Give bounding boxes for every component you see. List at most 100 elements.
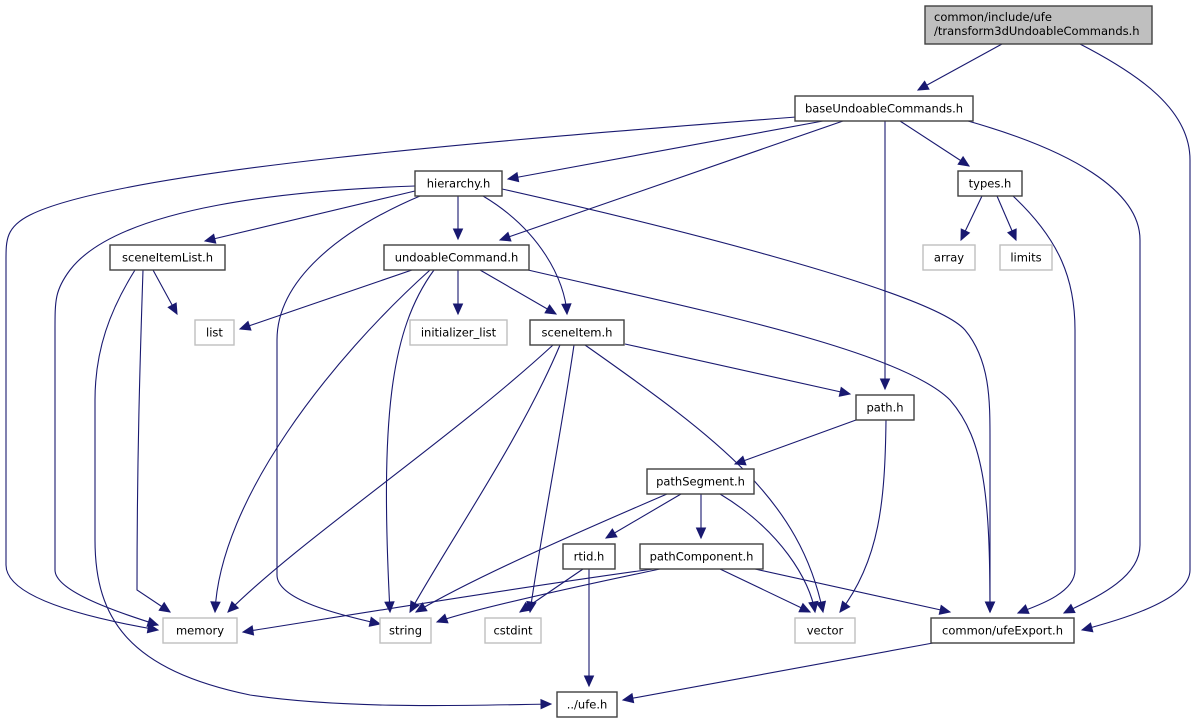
- node-limits: limits: [999, 244, 1053, 271]
- node-pathComponent[interactable]: pathComponent.h: [639, 543, 764, 570]
- arrowhead-icon: [1080, 622, 1094, 633]
- edge-line: [276, 195, 421, 625]
- arrowhead-icon: [368, 616, 382, 627]
- edge-pathComponent-to-vector: [719, 568, 812, 613]
- arrowhead-icon: [384, 601, 395, 614]
- edge-line: [242, 568, 654, 633]
- edge-line: [917, 43, 1003, 91]
- arrowhead-icon: [210, 601, 221, 614]
- node-label: baseUndoableCommands.h: [805, 102, 963, 116]
- node-hierarchy[interactable]: hierarchy.h: [414, 170, 503, 197]
- node-vector: vector: [794, 617, 856, 644]
- node-undoableCommand[interactable]: undoableCommand.h: [383, 244, 530, 271]
- edge-hierarchy-to-string: [276, 195, 421, 627]
- node-label: limits: [1010, 251, 1041, 265]
- node-box: [957, 170, 1023, 197]
- edge-path-to-vector: [839, 419, 887, 613]
- edge-pathComponent-to-memory: [241, 568, 654, 636]
- edges-layer: [5, 43, 1191, 710]
- node-sceneItem[interactable]: sceneItem.h: [529, 319, 625, 346]
- arrowhead-icon: [540, 698, 553, 710]
- edge-line: [507, 120, 824, 180]
- edge-line: [605, 493, 682, 539]
- node-label: common/ufeExport.h: [942, 624, 1063, 638]
- edge-undoableCommand-to-sceneItem: [479, 269, 558, 315]
- edge-line: [624, 343, 851, 395]
- arrowhead-icon: [695, 527, 707, 540]
- node-label: common/include/ufe: [934, 10, 1052, 24]
- arrowhead-icon: [808, 600, 819, 614]
- node-string: string: [379, 617, 432, 644]
- edge-line: [519, 568, 584, 613]
- arrowhead-icon: [815, 600, 827, 614]
- node-label: vector: [807, 624, 844, 638]
- node-box: [794, 617, 856, 644]
- node-rtid[interactable]: rtid.h: [562, 543, 616, 570]
- node-box: [383, 244, 530, 271]
- node-ufe[interactable]: ../ufe.h: [556, 691, 618, 718]
- edge-line: [54, 185, 416, 626]
- edge-sceneItem-to-cstdint: [526, 344, 575, 614]
- edge-sceneItem-to-path: [624, 343, 852, 397]
- edge-line: [214, 269, 431, 613]
- node-box: [109, 244, 226, 271]
- edge-line: [479, 269, 557, 315]
- edge-baseUndoableCommands-to-undoableCommand: [498, 120, 844, 242]
- node-label: sceneItem.h: [542, 326, 613, 340]
- edge-rtid-to-cstdint: [518, 568, 584, 613]
- node-box: [529, 319, 625, 346]
- arrowhead-icon: [227, 600, 240, 613]
- edge-undoableCommand-to-initializer_list: [452, 270, 464, 316]
- edge-ufeExport-to-ufe: [621, 642, 934, 704]
- edge-hierarchy-to-sceneItem: [482, 195, 572, 316]
- arrowhead-icon: [938, 604, 952, 615]
- edge-pathComponent-to-ufeExport: [754, 568, 952, 615]
- edge-baseUndoableCommands-to-path: [879, 121, 891, 391]
- edge-hierarchy-to-undoableCommand: [452, 196, 464, 241]
- edge-sceneItemList-to-list: [152, 269, 178, 316]
- arrowhead-icon: [960, 228, 971, 242]
- node-sceneItemList[interactable]: sceneItemList.h: [109, 244, 226, 271]
- node-label: initializer_list: [421, 326, 497, 340]
- arrowhead-icon: [544, 304, 558, 315]
- nodes-layer: common/include/ufe/transform3dUndoableCo…: [109, 5, 1153, 718]
- arrowhead-icon: [561, 303, 572, 316]
- edge-root-to-baseUndoableCommands: [916, 43, 1003, 91]
- arrowhead-icon: [452, 228, 464, 241]
- node-root[interactable]: common/include/ufe/transform3dUndoableCo…: [924, 5, 1153, 45]
- node-label: path.h: [866, 401, 903, 415]
- node-path[interactable]: path.h: [855, 394, 915, 421]
- edge-line: [527, 269, 991, 613]
- node-label: memory: [176, 624, 224, 638]
- arrowhead-icon: [146, 616, 160, 627]
- node-pathSegment[interactable]: pathSegment.h: [646, 468, 755, 495]
- edge-undoableCommand-to-list: [238, 269, 413, 331]
- node-baseUndoableCommands[interactable]: baseUndoableCommands.h: [794, 95, 974, 122]
- edge-line: [482, 195, 568, 315]
- node-types[interactable]: types.h: [957, 170, 1023, 197]
- node-box: [646, 468, 755, 495]
- edge-line: [734, 419, 857, 465]
- node-label: list: [206, 326, 223, 340]
- node-ufeExport[interactable]: common/ufeExport.h: [930, 617, 1075, 644]
- edge-line: [436, 568, 661, 623]
- node-box: [855, 394, 915, 421]
- node-label: pathSegment.h: [656, 475, 745, 489]
- arrowhead-icon: [498, 231, 512, 242]
- edge-baseUndoableCommands-to-hierarchy: [506, 120, 824, 183]
- arrowhead-icon: [435, 613, 449, 624]
- arrowhead-icon: [583, 675, 595, 688]
- edge-root-to-ufeExport: [1079, 43, 1191, 633]
- edge-pathSegment-to-rtid: [604, 493, 682, 539]
- edge-line: [409, 344, 561, 613]
- edge-sceneItemList-to-ufe: [94, 269, 553, 710]
- edge-line: [415, 493, 668, 613]
- arrowhead-icon: [604, 528, 618, 539]
- edge-undoableCommand-to-string: [384, 269, 435, 614]
- node-label: string: [389, 624, 422, 638]
- edge-line: [385, 269, 435, 613]
- edge-line: [529, 344, 575, 613]
- arrowhead-icon: [1062, 603, 1076, 614]
- node-label: rtid.h: [574, 550, 605, 564]
